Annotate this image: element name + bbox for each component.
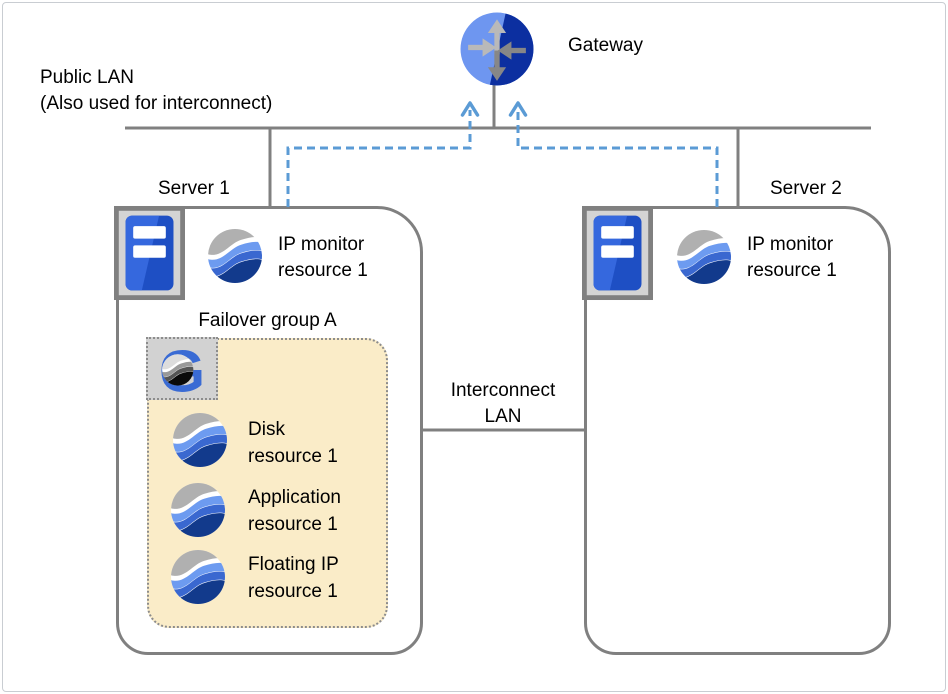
public-lan-label: Public LAN (Also used for interconnect) [40,65,272,117]
resource-globe-icon [173,413,227,467]
gateway-label: Gateway [568,35,643,56]
server-icon [582,205,653,301]
ip-monitor-line1: IP monitor [747,234,834,255]
application-resource-label: Application resource 1 [248,484,341,538]
ip-monitor-line2: resource 1 [747,260,837,281]
ip-monitor-resource-label-server1: IP monitor resource 1 [278,232,368,284]
resource-line2: resource 1 [248,446,338,467]
ip-monitor-line2: resource 1 [278,260,368,281]
interconnect-lan-label: Interconnect LAN [423,378,583,430]
resource-line2: resource 1 [248,581,338,602]
ip-monitor-path-server1 [286,110,472,207]
floating-ip-resource-label: Floating IP resource 1 [248,551,339,605]
server2-label: Server 2 [770,178,842,199]
arrow-up-icon [460,101,480,117]
arrow-up-icon [508,101,528,117]
resource-globe-icon [208,229,262,283]
resource-globe-icon [171,483,225,537]
resource-globe-icon [171,550,225,604]
ip-monitor-resource-label-server2: IP monitor resource 1 [747,232,837,284]
disk-resource-label: Disk resource 1 [248,416,338,470]
failover-group-g-icon [146,337,218,400]
failover-group-label: Failover group A [198,310,337,331]
resource-line1: Disk [248,419,285,440]
ip-monitor-line1: IP monitor [278,234,365,255]
resource-line1: Floating IP [248,554,339,575]
public-lan-label-line2: (Also used for interconnect) [40,93,273,114]
resource-line2: resource 1 [248,514,338,535]
server1-label: Server 1 [158,178,230,199]
resource-line1: Application [248,487,341,508]
ip-monitor-path-server2 [516,110,719,207]
server-icon [114,205,185,301]
resource-globe-icon [677,230,731,284]
interconnect-line1: Interconnect [450,380,556,401]
public-lan-label-line1: Public LAN [40,67,134,88]
gateway-router-icon [459,11,535,87]
interconnect-line2: LAN [484,406,522,427]
